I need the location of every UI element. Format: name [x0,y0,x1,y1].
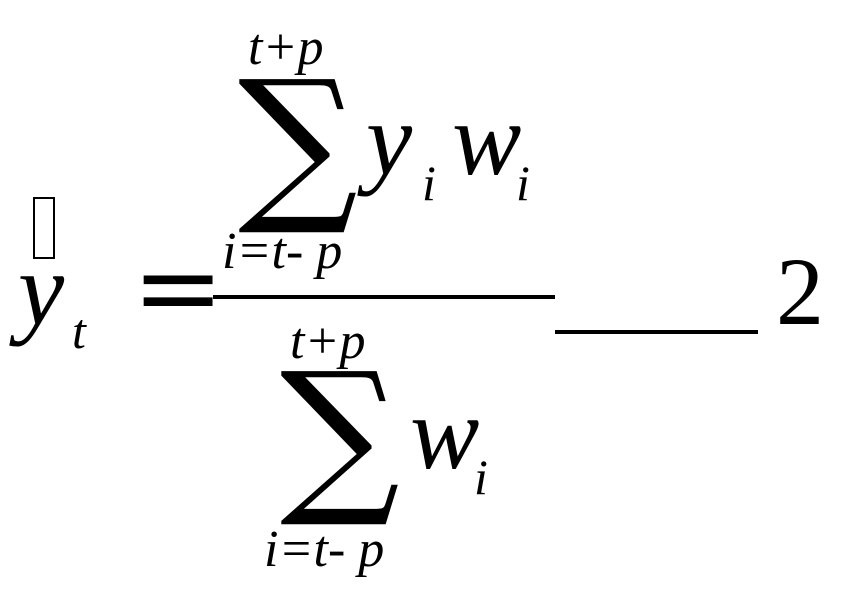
numerator-sum-sign: ∑ [238,44,358,240]
equals-sign: = [132,223,225,351]
denominator-sum-sign: ∑ [280,336,400,532]
numerator-term-w-sub: i [516,155,530,211]
numerator-term-w: w [452,82,522,197]
numerator-term-y: y [366,82,413,197]
trailing-line [555,330,758,334]
lhs-subscript-t: t [72,303,86,359]
trailing-number: 2 [776,238,824,345]
denominator-upper-limit: t+p [290,313,366,370]
numerator-term-y-sub: i [422,155,436,211]
numerator-lower-limit: i=t- p [222,223,343,280]
hat-placeholder-glyph [33,197,55,259]
denominator-term-w: w [410,376,480,491]
denominator-term-w-sub: i [474,449,488,505]
lhs-y: y [18,232,65,347]
fraction-bar [213,295,555,299]
denominator-lower-limit: i=t- p [264,521,385,578]
numerator-upper-limit: t+p [248,19,324,76]
